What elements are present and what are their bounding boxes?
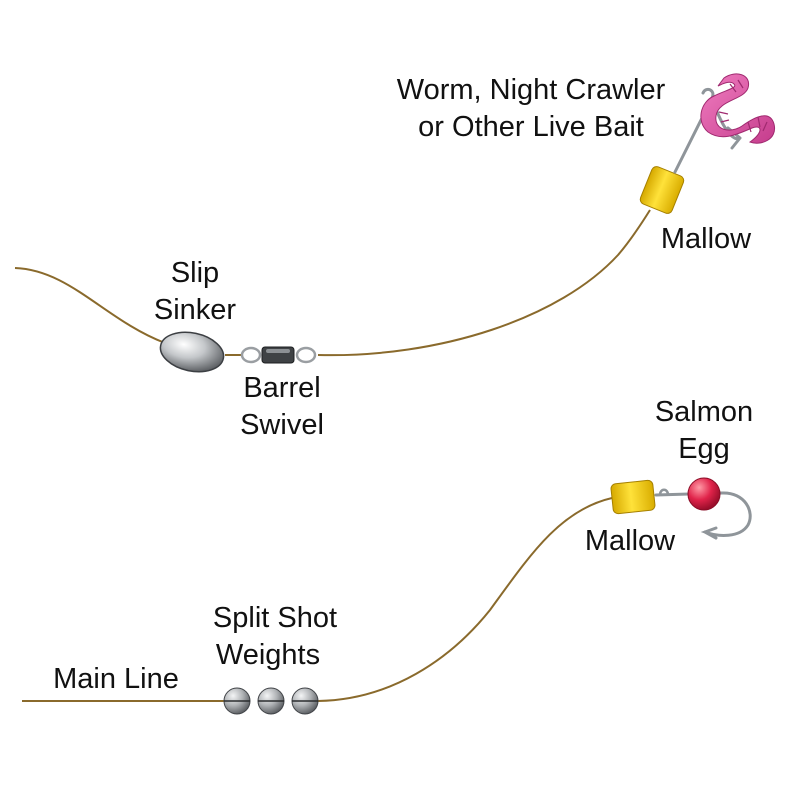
main-line-label: Main Line xyxy=(53,663,179,695)
bottom-hook-eye xyxy=(658,488,670,496)
salmon-egg xyxy=(687,477,721,511)
bait-label-line-1: Worm, Night Crawler xyxy=(397,74,666,106)
bottom-leader-line xyxy=(317,497,613,702)
swivel-label-line-1: Barrel xyxy=(243,372,320,404)
top-leader-line xyxy=(317,209,651,357)
weights-label-line-2: Weights xyxy=(216,639,320,671)
worm-bait xyxy=(700,73,776,144)
split-shot-weights xyxy=(223,687,319,715)
swivel-label-line-2: Swivel xyxy=(240,409,324,441)
top-main-line xyxy=(14,267,176,349)
slip-sinker-label-line-2: Sinker xyxy=(154,294,237,326)
top-mallow xyxy=(639,166,685,214)
salmon-egg-label-line-1: Salmon xyxy=(655,396,753,428)
salmon-egg-label-line-2: Egg xyxy=(678,433,730,465)
slip-sinker-label-line-1: Slip xyxy=(171,257,219,289)
top-mallow-label: Mallow xyxy=(661,223,752,255)
bait-label-line-2: or Other Live Bait xyxy=(418,111,644,143)
slip-sinker xyxy=(159,331,225,373)
bottom-hook xyxy=(654,491,752,540)
barrel-swivel xyxy=(225,346,317,364)
weights-label-line-1: Split Shot xyxy=(213,602,337,634)
bottom-mallow xyxy=(610,479,656,515)
bottom-mallow-label: Mallow xyxy=(585,525,676,557)
